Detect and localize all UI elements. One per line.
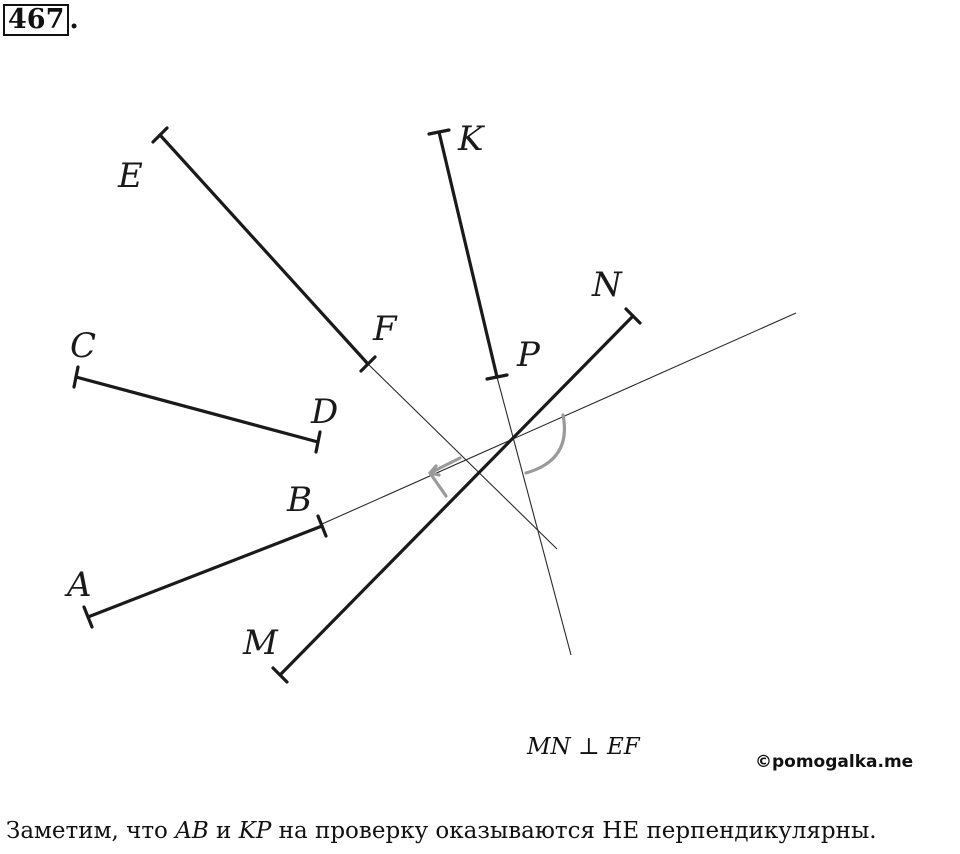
label-m: M [242, 623, 279, 663]
relation-right: EF [606, 734, 640, 760]
tick-f [359, 355, 377, 373]
watermark: ©pomogalka.me [755, 752, 914, 772]
segment-cd [74, 375, 320, 444]
label-a: A [64, 565, 92, 605]
extension-line-ef [367, 363, 558, 550]
conclusion-seg-kp: KP [238, 818, 272, 844]
tick-e [151, 126, 169, 144]
tick-c [72, 365, 80, 389]
label-d: D [310, 392, 338, 432]
extension-line-ab [321, 312, 797, 525]
tick-m [271, 666, 289, 684]
angle-arc-mark [524, 413, 566, 475]
segment-mn [278, 314, 635, 677]
tick-k [427, 128, 451, 136]
conclusion-part2: и [208, 818, 239, 844]
arrow-head [428, 464, 441, 477]
label-p: P [516, 335, 541, 375]
perpendicular-relation: MN ⊥ EF [527, 734, 640, 760]
tick-b [316, 514, 328, 538]
segment-ab [86, 524, 324, 619]
relation-left: MN [527, 734, 571, 760]
label-n: N [591, 265, 623, 305]
conclusion-part1: Заметим, что [6, 818, 176, 844]
label-k: K [457, 119, 486, 159]
tick-p [485, 373, 509, 381]
label-b: B [286, 480, 312, 520]
problem-number: 467. [3, 4, 79, 36]
tick-n [624, 307, 642, 325]
conclusion-part3: на проверку оказываются НЕ перпендикуляр… [271, 818, 877, 844]
conclusion-seg-ab: AB [175, 818, 209, 844]
right-angle-mark [428, 456, 462, 498]
conclusion-text: Заметим, что AB и KP на проверку оказыва… [6, 818, 877, 844]
problem-number-box: 467 [3, 4, 70, 36]
tick-d [314, 430, 322, 454]
segment-ef [158, 133, 370, 366]
perpendicular-symbol: ⊥ [578, 734, 600, 760]
segment-kp [437, 130, 499, 379]
label-f: F [372, 309, 398, 349]
extension-line-kp [496, 376, 572, 656]
label-e: E [117, 156, 143, 196]
problem-number-suffix: . [69, 4, 79, 35]
tick-a [82, 605, 94, 629]
label-c: C [70, 326, 96, 366]
